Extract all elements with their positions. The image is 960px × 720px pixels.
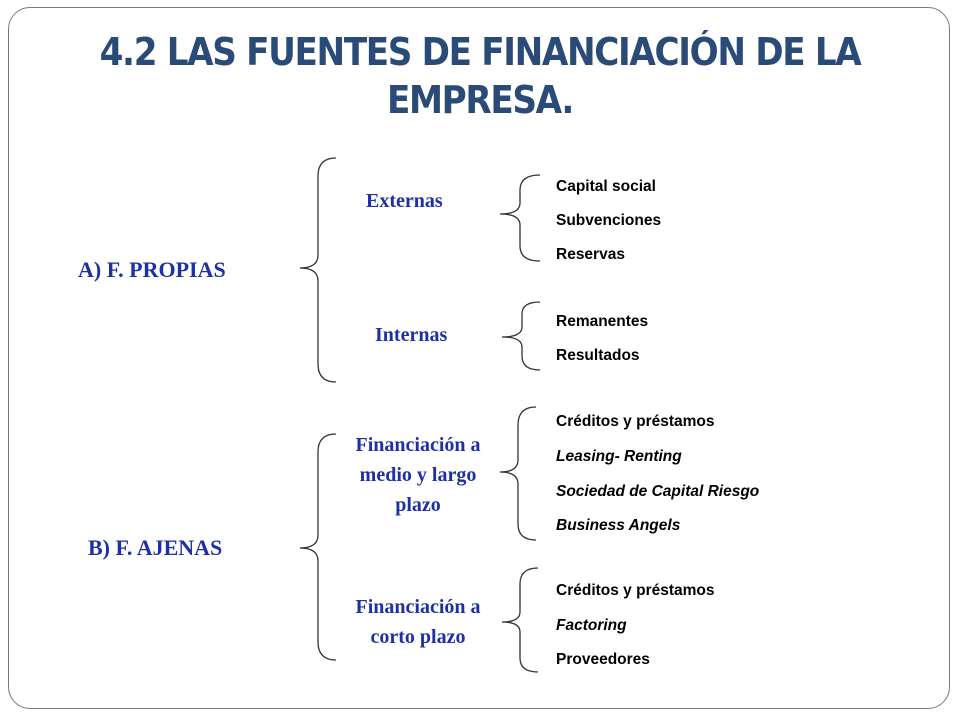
corto-label-line-1: Financiación a (355, 596, 481, 618)
corto-item: Factoring (556, 617, 627, 634)
largo-item: Business Angels (556, 517, 681, 534)
propias-label: A) F. PROPIAS (78, 257, 226, 282)
bracket-largo (499, 406, 537, 541)
largo-item: Sociedad de Capital Riesgo (556, 483, 760, 500)
internas-item: Resultados (556, 347, 640, 364)
corto-item: Créditos y préstamos (556, 582, 715, 599)
corto-label-line-2: corto plazo (370, 626, 466, 648)
internas-label: Internas (375, 324, 448, 346)
largo-label-line-2: medio y largo (359, 464, 477, 486)
externas-label: Externas (366, 190, 443, 212)
bracket-internas (501, 301, 541, 371)
bracket-propias (299, 157, 337, 383)
largo-plazo-label: Financiación a medio y largo plazo (330, 430, 506, 520)
externas-item: Subvenciones (556, 212, 662, 229)
externas-item: Capital social (556, 178, 656, 195)
slide-title-line-1: 4.2 LAS FUENTES DE FINANCIACIÓN DE LA (99, 30, 862, 74)
slide-frame (8, 7, 950, 709)
bracket-externas (499, 174, 541, 262)
largo-label-line-1: Financiación a (355, 434, 481, 456)
bracket-corto (501, 567, 539, 673)
corto-item: Proveedores (556, 651, 650, 668)
corto-plazo-label: Financiación a corto plazo (330, 592, 506, 652)
largo-item: Créditos y préstamos (556, 413, 715, 430)
bracket-ajenas (299, 433, 337, 661)
largo-item: Leasing- Renting (556, 448, 682, 465)
largo-label-line-3: plazo (395, 494, 441, 516)
slide-title-line-2: EMPRESA. (386, 78, 574, 122)
ajenas-label: B) F. AJENAS (88, 535, 223, 560)
internas-item: Remanentes (556, 313, 649, 330)
externas-item: Reservas (556, 246, 625, 263)
